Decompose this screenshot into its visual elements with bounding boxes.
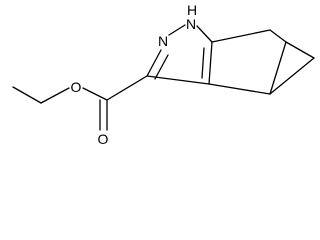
atom-label-o-ester: O [71, 79, 82, 95]
bond-c6a-n1 [196, 25, 213, 43]
bond-n1-n2 [168, 24, 186, 36]
chemical-structure-diagram: H N N O O [12, 2, 315, 147]
pyrazole-ring [146, 24, 213, 85]
cyclopropane-ring [269, 41, 315, 95]
bond-c3-c3a [146, 75, 210, 85]
bond-ch2-ch3 [12, 86, 42, 104]
bond-c3-carbonyl [106, 75, 148, 101]
bond-c3a-c6a [208, 41, 213, 85]
bond-c6a-ch2 [211, 29, 271, 43]
bond-ch2-cp1 [269, 29, 287, 43]
bond-carbonyl-oester [82, 87, 108, 101]
bond-cp2-cp3 [269, 57, 315, 95]
bond-cp2-c3a [208, 83, 271, 95]
cyclopentane-ring [208, 29, 287, 95]
ethyl-ester-group [12, 75, 148, 131]
bond-cp1-cp2 [269, 41, 287, 95]
bond-n2-c3-double [154, 54, 169, 80]
bond-c3a-c6a-double [201, 47, 205, 79]
atom-label-o-carbonyl: O [98, 131, 109, 147]
atom-label-n1: N [186, 16, 196, 32]
bond-oester-ch2 [40, 87, 70, 104]
bond-n2-c3 [146, 49, 162, 77]
bond-cp1-cp3 [285, 41, 315, 59]
atom-label-n2: N [158, 33, 168, 49]
atom-label-nh-h: H [187, 2, 197, 18]
